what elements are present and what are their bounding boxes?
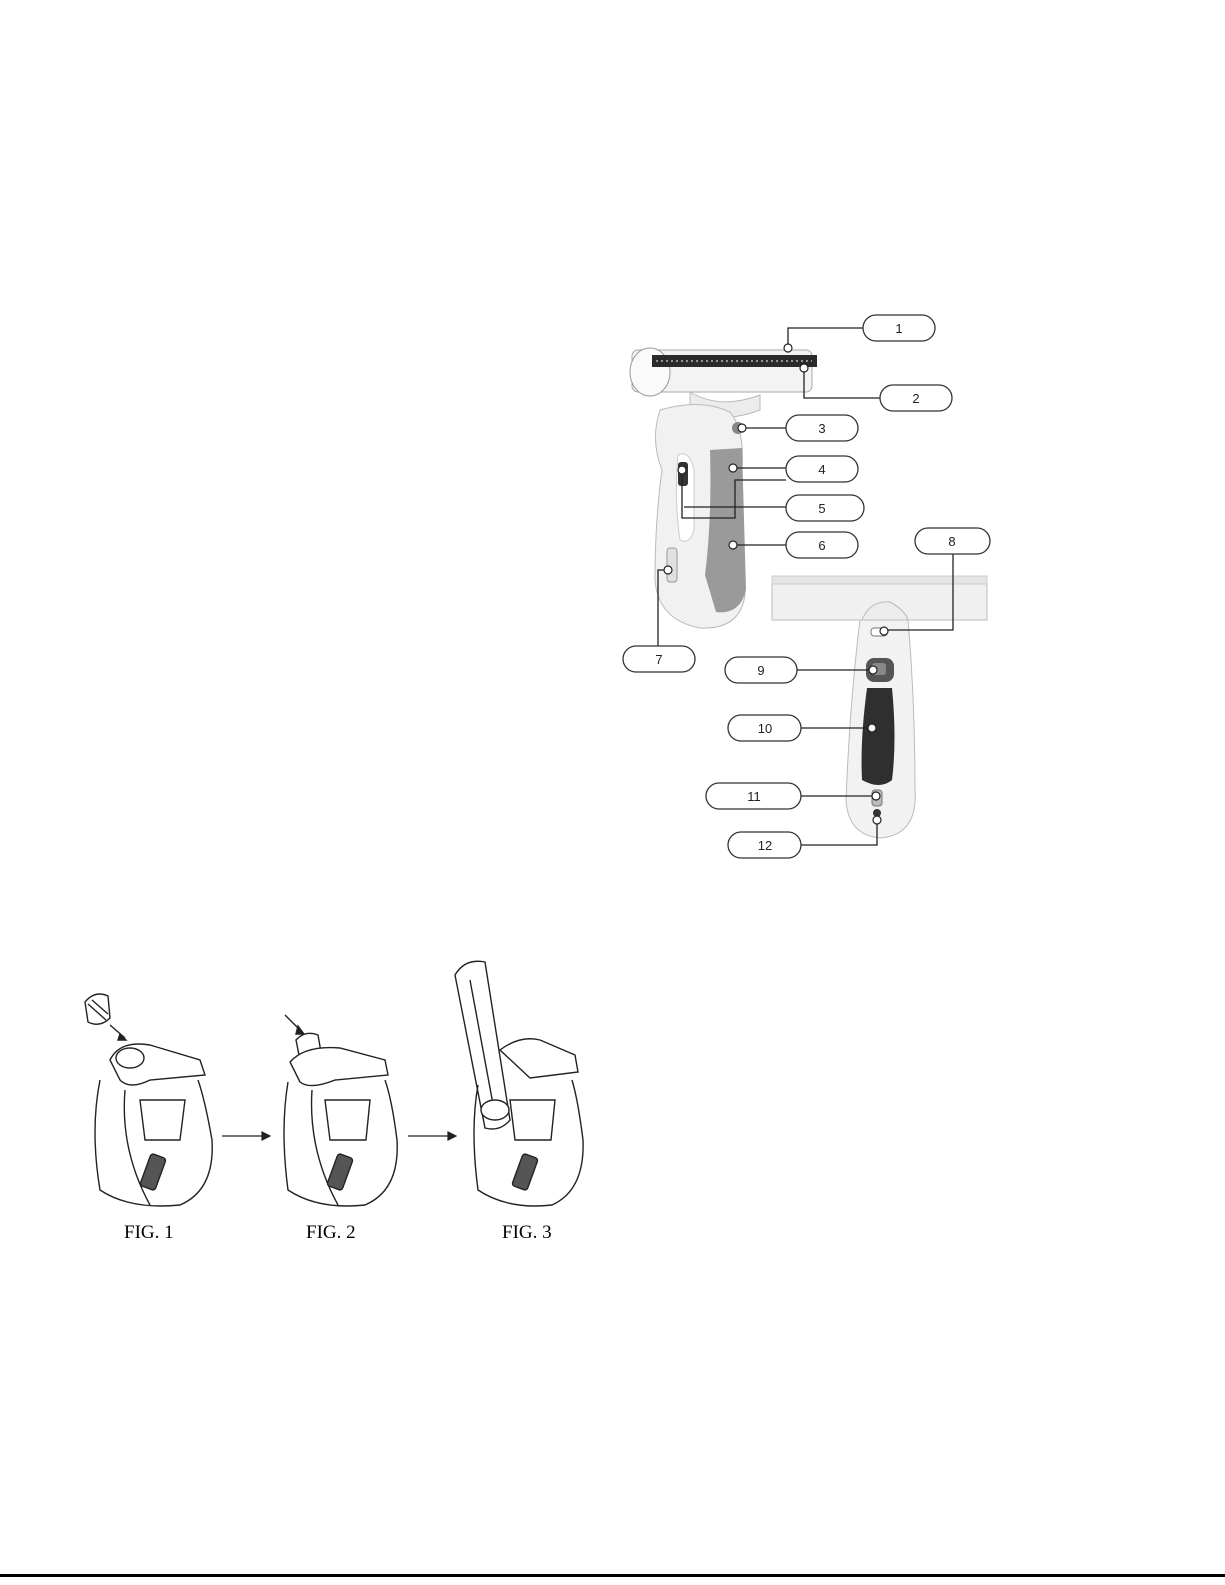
fig-1-caption: FIG. 1 — [124, 1222, 174, 1244]
callout-label-9: 9 — [757, 663, 764, 678]
callout-label-2: 2 — [912, 391, 919, 406]
callout-label-7: 7 — [655, 652, 662, 667]
fig-2-illustration — [284, 1015, 397, 1206]
callout-label-4: 4 — [818, 462, 825, 477]
callout-label-1: 1 — [895, 321, 902, 336]
page-bottom-rule — [0, 1574, 1225, 1577]
fig-3-caption: FIG. 3 — [502, 1222, 552, 1244]
callout-label-8: 8 — [948, 534, 955, 549]
callout-label-3: 3 — [818, 421, 825, 436]
step-arrows — [222, 1132, 456, 1140]
fig-2-caption: FIG. 2 — [306, 1222, 356, 1244]
callout-label-11: 11 — [747, 789, 761, 804]
callout-label-10: 10 — [758, 721, 772, 736]
callout-label-12: 12 — [758, 838, 772, 853]
callout-label-6: 6 — [818, 538, 825, 553]
callout-label-5: 5 — [818, 501, 825, 516]
fig-3-illustration — [455, 961, 583, 1206]
fig-1-illustration — [85, 994, 212, 1206]
